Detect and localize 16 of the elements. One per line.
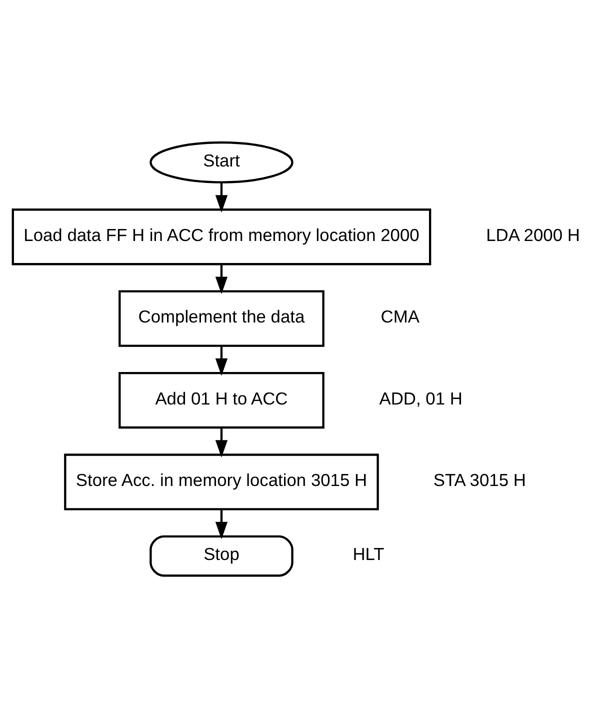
node-box: Complement the data	[118, 290, 324, 346]
node-label: ADD, 01 H	[379, 388, 462, 408]
node-box: Stop	[150, 534, 294, 576]
arrow	[215, 346, 228, 376]
arrow	[215, 264, 228, 294]
node-ellipse: Start	[150, 140, 294, 183]
node-label: LDA 2000 H	[486, 224, 580, 245]
node-box: Add 01 H to ACC	[118, 371, 324, 428]
node-box: Store Acc. in memory location 3015 H	[64, 453, 379, 510]
arrow	[215, 508, 228, 539]
node-box: Load data FF H in ACC from memory location 2000	[12, 208, 432, 265]
arrow	[215, 182, 228, 212]
node-label: CMA	[380, 306, 420, 326]
node-label: HLT	[352, 544, 384, 564]
node-label: STA 3015 H	[433, 470, 526, 490]
arrow	[215, 427, 228, 458]
